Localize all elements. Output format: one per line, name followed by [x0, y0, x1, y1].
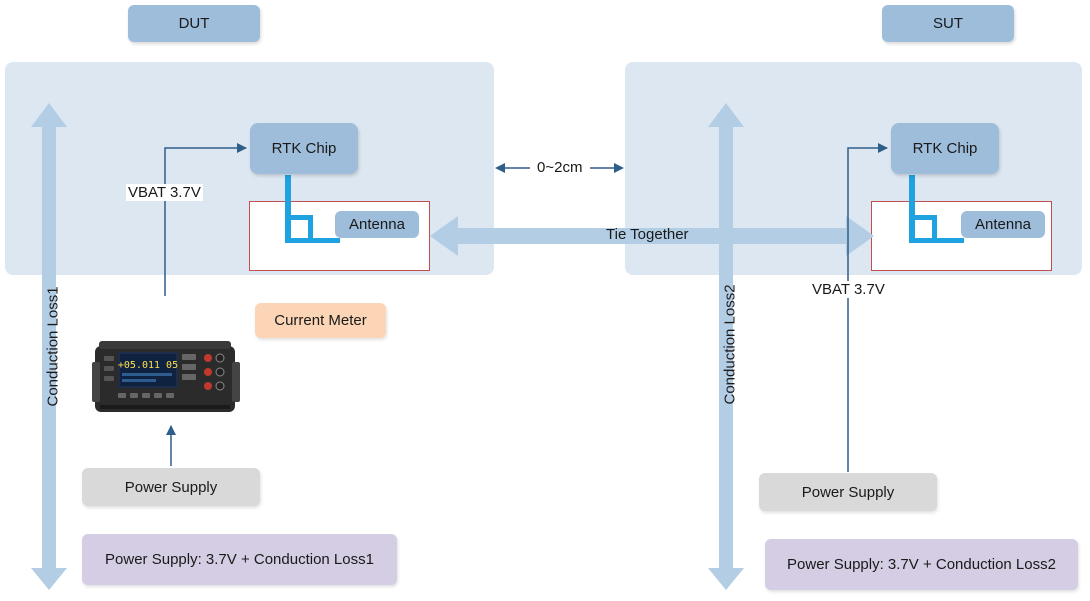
conduction-loss1-arrow [31, 103, 67, 590]
distance-arrow [495, 163, 624, 173]
meter-display-reading: +05.011 05 [118, 360, 178, 371]
sut-rtk-chip: RTK Chip [891, 123, 999, 174]
dut-vbat-line [164, 143, 247, 296]
dut-rtk-chip: RTK Chip [250, 123, 358, 174]
dut-tag: DUT [128, 5, 260, 42]
distance-label: 0~2cm [537, 159, 583, 176]
sut-tag: SUT [882, 5, 1014, 42]
sut-vbat-label: VBAT 3.7V [810, 281, 887, 298]
sut-vbat-line [847, 143, 888, 472]
dut-power-summary: Power Supply: 3.7V + Conduction Loss1 [82, 534, 397, 585]
dut-antenna-label: Antenna [335, 211, 419, 238]
sut-power-summary: Power Supply: 3.7V + Conduction Loss2 [765, 539, 1078, 590]
current-meter-label: Current Meter [255, 303, 386, 338]
dut-antenna-icon [285, 175, 340, 243]
sut-power-supply: Power Supply [759, 473, 937, 511]
sut-antenna-icon [909, 175, 964, 243]
tie-together-arrow [430, 216, 874, 256]
multimeter-device: +05.011 05 [92, 341, 240, 412]
sut-antenna-label: Antenna [961, 211, 1045, 238]
dut-power-supply: Power Supply [82, 468, 260, 506]
tie-together-label: Tie Together [606, 226, 689, 243]
dut-vbat-label: VBAT 3.7V [126, 184, 203, 201]
conduction-loss2-label: Conduction Loss2 [721, 284, 739, 405]
conduction-loss1-label: Conduction Loss1 [44, 286, 62, 407]
